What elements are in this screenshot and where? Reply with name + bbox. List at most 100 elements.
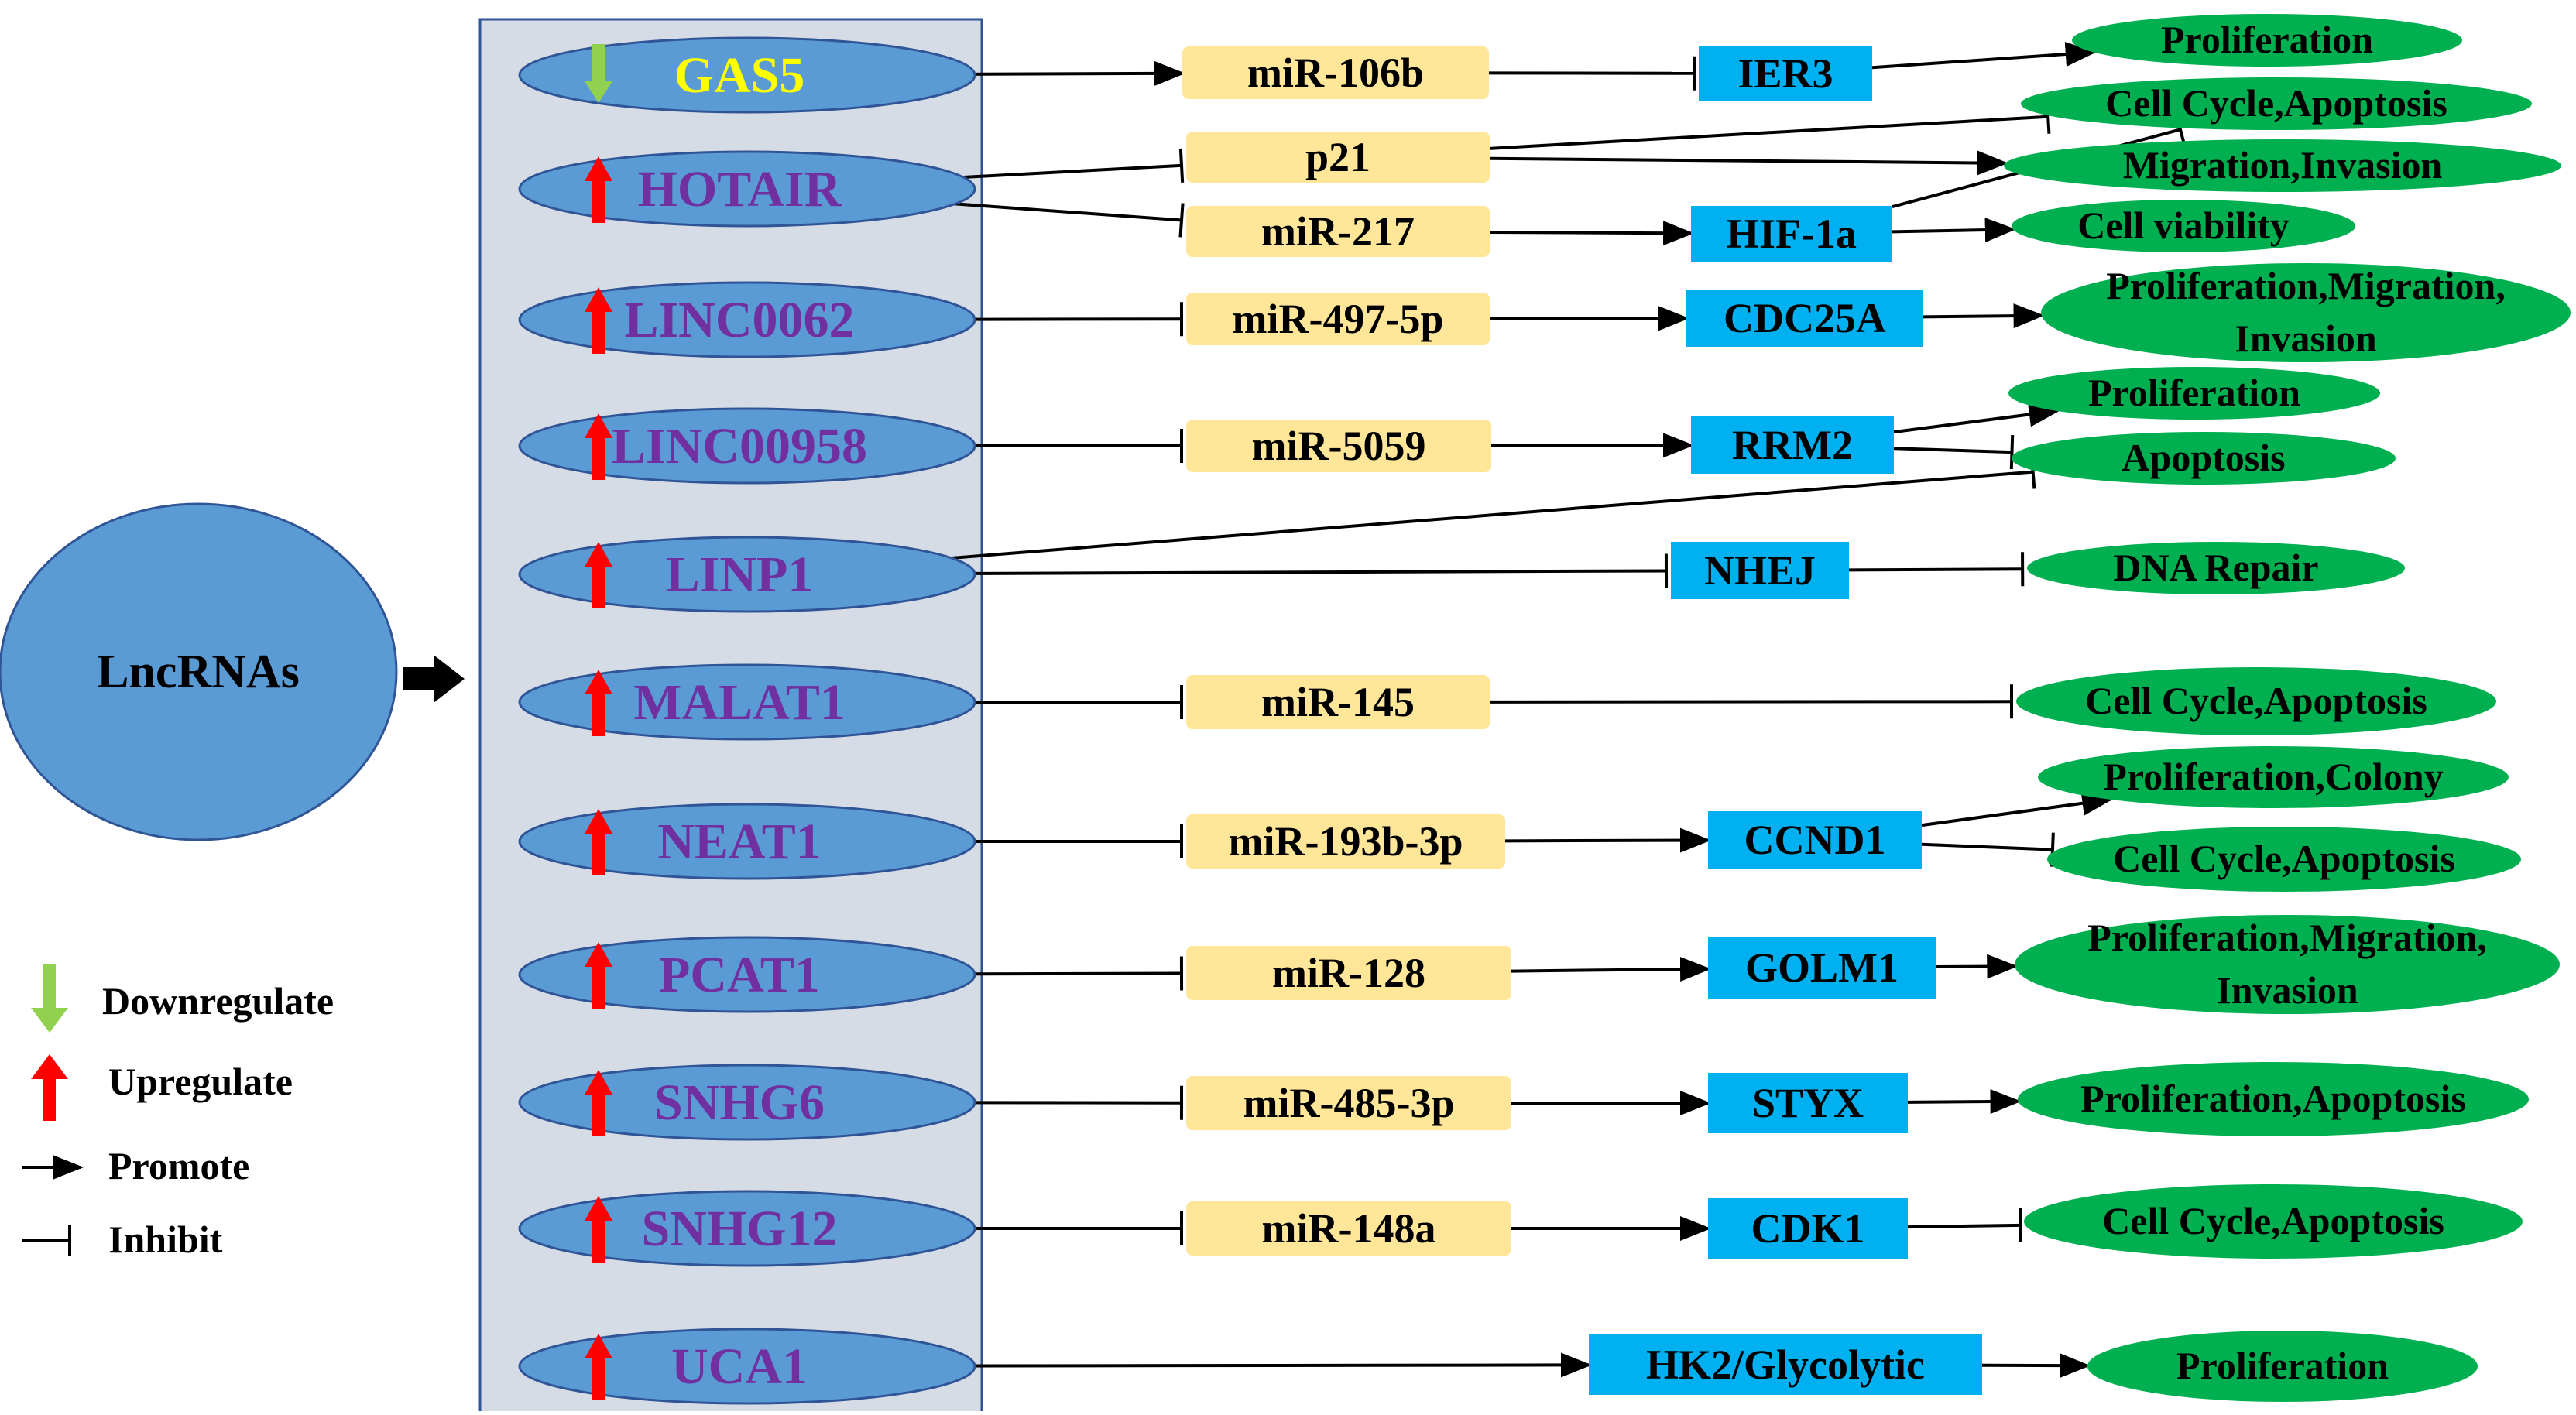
target-label-golm1: GOLM1	[1745, 944, 1899, 991]
outcome-node-o-prolif-rrm2: Proliferation	[2008, 367, 2380, 420]
outcome-node-o-pmi-1: Proliferation,Migration, Invasion	[2041, 263, 2571, 362]
mirna-node-mir128: miR-128	[1186, 946, 1511, 1000]
edge-neat1-to-mir193b3p	[975, 824, 1182, 858]
mirna-node-mir106b: miR-106b	[1182, 46, 1489, 99]
lncrna-label-neat1: NEAT1	[657, 814, 821, 870]
legend-upregulate: Upregulate	[31, 1054, 293, 1121]
edge-snhg6-to-mir4853p	[975, 1086, 1182, 1120]
outcome-node-o-cellcycle-3: Cell Cycle,Apoptosis	[2047, 827, 2521, 892]
edge-hif1a-to-o-viability	[1892, 229, 2013, 231]
lncrna-node-uca1: UCA1	[520, 1329, 975, 1403]
target-label-hk2: HK2/Glycolytic	[1646, 1341, 1925, 1388]
edge-linc0062-to-mir4975p	[975, 302, 1182, 336]
mirna-label-p21: p21	[1305, 134, 1370, 180]
target-node-ccnd1: CCND1	[1708, 811, 1922, 869]
outcome-node-o-cellcycle-2: Cell Cycle,Apoptosis	[2016, 667, 2496, 735]
edge-ier3-to-o-gas5-prolif	[1872, 53, 2094, 68]
legend-downregulate-label: Downregulate	[102, 979, 334, 1023]
mirna-node-mir148a: miR-148a	[1186, 1201, 1511, 1256]
edge-ccnd1-to-o-prolif-colony	[1922, 800, 2110, 825]
outcome-node-o-cellcycle-4: Cell Cycle,Apoptosis	[2024, 1184, 2523, 1259]
legend-downregulate: Downregulate	[31, 964, 334, 1033]
outcome-node-o-uca1-prolif: Proliferation	[2087, 1331, 2478, 1402]
mirna-node-mir4853p: miR-485-3p	[1186, 1076, 1511, 1130]
outcome-label-o-pmi-1-1: Invasion	[2235, 317, 2377, 360]
target-node-nhej: NHEJ	[1671, 542, 1849, 599]
edge-p21-to-o-cellcycle-1	[1490, 100, 2049, 149]
edge-mir217-to-hif1a	[1490, 232, 1691, 233]
target-label-nhej: NHEJ	[1704, 547, 1816, 594]
nodes-layer: GAS5HOTAIRLINC0062LINC00958LINP1MALAT1NE…	[520, 14, 2571, 1403]
edge-linc00958-to-mir5059	[975, 429, 1182, 463]
mirna-label-mir4853p: miR-485-3p	[1243, 1080, 1455, 1126]
lncrna-node-pcat1: PCAT1	[520, 937, 975, 1012]
target-label-ccnd1: CCND1	[1744, 817, 1886, 863]
legend-inhibit-label: Inhibit	[108, 1218, 223, 1261]
target-label-ier3: IER3	[1737, 50, 1833, 97]
lncrna-label-linc00958: LINC00958	[612, 418, 867, 475]
outcome-label-o-viability-0: Cell viability	[2077, 204, 2290, 247]
edges-layer	[952, 53, 2184, 1366]
outcome-node-o-apoptosis: Apoptosis	[2012, 432, 2396, 485]
target-label-styx: STYX	[1752, 1080, 1864, 1126]
target-label-cdc25a: CDC25A	[1724, 295, 1886, 341]
target-label-rrm2: RRM2	[1732, 422, 1853, 468]
lncrna-node-neat1: NEAT1	[520, 804, 975, 879]
outcome-node-o-migration: Migration,Invasion	[2004, 139, 2561, 192]
outcome-label-o-cellcycle-2-0: Cell Cycle,Apoptosis	[2085, 679, 2427, 722]
target-node-hif1a: HIF-1a	[1691, 206, 1892, 262]
edge-cdc25a-to-o-pmi-1	[1923, 316, 2042, 317]
outcome-label-o-uca1-prolif-0: Proliferation	[2176, 1344, 2389, 1387]
target-node-hk2: HK2/Glycolytic	[1589, 1334, 1982, 1395]
edge-rrm2-to-o-apoptosis	[1894, 435, 2012, 469]
mirna-label-mir4975p: miR-497-5p	[1233, 296, 1444, 342]
mirna-label-mir145: miR-145	[1261, 679, 1415, 725]
outcome-label-o-prolif-colony-0: Proliferation,Colony	[2103, 755, 2443, 798]
edge-cdk1-to-o-cellcycle-4	[1908, 1208, 2021, 1242]
mirna-label-mir148a: miR-148a	[1262, 1205, 1436, 1252]
outcome-node-o-viability: Cell viability	[2012, 200, 2355, 252]
outcome-label-o-gas5-prolif-0: Proliferation	[2161, 18, 2373, 61]
mirna-label-mir5059: miR-5059	[1252, 423, 1426, 469]
legend: Downregulate Upregulate Promote Inhibit	[22, 964, 334, 1261]
legend-upregulate-label: Upregulate	[108, 1060, 293, 1103]
outcome-label-o-dna-repair-0: DNA Repair	[2113, 546, 2318, 589]
edge-mir193b3p-to-ccnd1	[1505, 840, 1708, 841]
mirna-node-mir193b3p: miR-193b-3p	[1186, 814, 1505, 869]
outcome-label-o-pmi-2-1: Invasion	[2216, 968, 2358, 1012]
mirna-label-mir106b: miR-106b	[1247, 50, 1424, 96]
edge-pcat1-to-mir128	[975, 957, 1182, 991]
mirna-node-mir145: miR-145	[1186, 675, 1490, 729]
target-node-rrm2: RRM2	[1691, 416, 1894, 474]
outcome-node-o-dna-repair: DNA Repair	[2027, 542, 2405, 594]
mirna-label-mir193b3p: miR-193b-3p	[1228, 818, 1463, 865]
lncrna-node-linc0062: LINC0062	[520, 283, 975, 357]
edge-nhej-to-o-dna-repair	[1849, 552, 2022, 586]
outcome-label-o-migration-0: Migration,Invasion	[2123, 143, 2443, 187]
lncrna-label-hotair: HOTAIR	[638, 161, 842, 218]
lncrna-node-gas5: GAS5	[520, 38, 975, 112]
outcome-label-o-apoptosis-0: Apoptosis	[2122, 436, 2285, 479]
outcome-label-o-pmi-1-0: Proliferation,Migration,	[2106, 264, 2506, 307]
edge-linp1-to-nhej	[975, 553, 1666, 588]
edge-ccnd1-to-o-cellcycle-3	[1922, 833, 2053, 867]
outcome-node-o-pmi-2: Proliferation,Migration,Invasion	[2015, 915, 2560, 1014]
legend-promote: Promote	[22, 1144, 249, 1187]
lncrna-node-linp1: LINP1	[520, 537, 975, 612]
lncrna-label-linc0062: LINC0062	[624, 292, 854, 348]
outcome-label-o-prolif-apop-0: Proliferation,Apoptosis	[2080, 1077, 2466, 1120]
lncrna-label-pcat1: PCAT1	[659, 947, 820, 1003]
mirna-label-mir217: miR-217	[1261, 208, 1415, 255]
lncrna-node-hotair: HOTAIR	[520, 152, 975, 226]
lncrna-label-uca1: UCA1	[671, 1338, 808, 1395]
target-node-ier3: IER3	[1699, 46, 1872, 101]
lncrna-node-snhg12: SNHG12	[520, 1191, 975, 1266]
target-label-cdk1: CDK1	[1751, 1205, 1865, 1252]
outcome-label-o-cellcycle-3-0: Cell Cycle,Apoptosis	[2113, 837, 2455, 880]
edge-snhg12-to-mir148a	[975, 1211, 1182, 1245]
edge-mir106b-to-ier3	[1489, 57, 1694, 91]
edge-mir145-to-o-cellcycle-2	[1490, 684, 2012, 718]
mirna-node-mir217: miR-217	[1186, 206, 1490, 257]
mirna-node-p21: p21	[1186, 132, 1490, 183]
